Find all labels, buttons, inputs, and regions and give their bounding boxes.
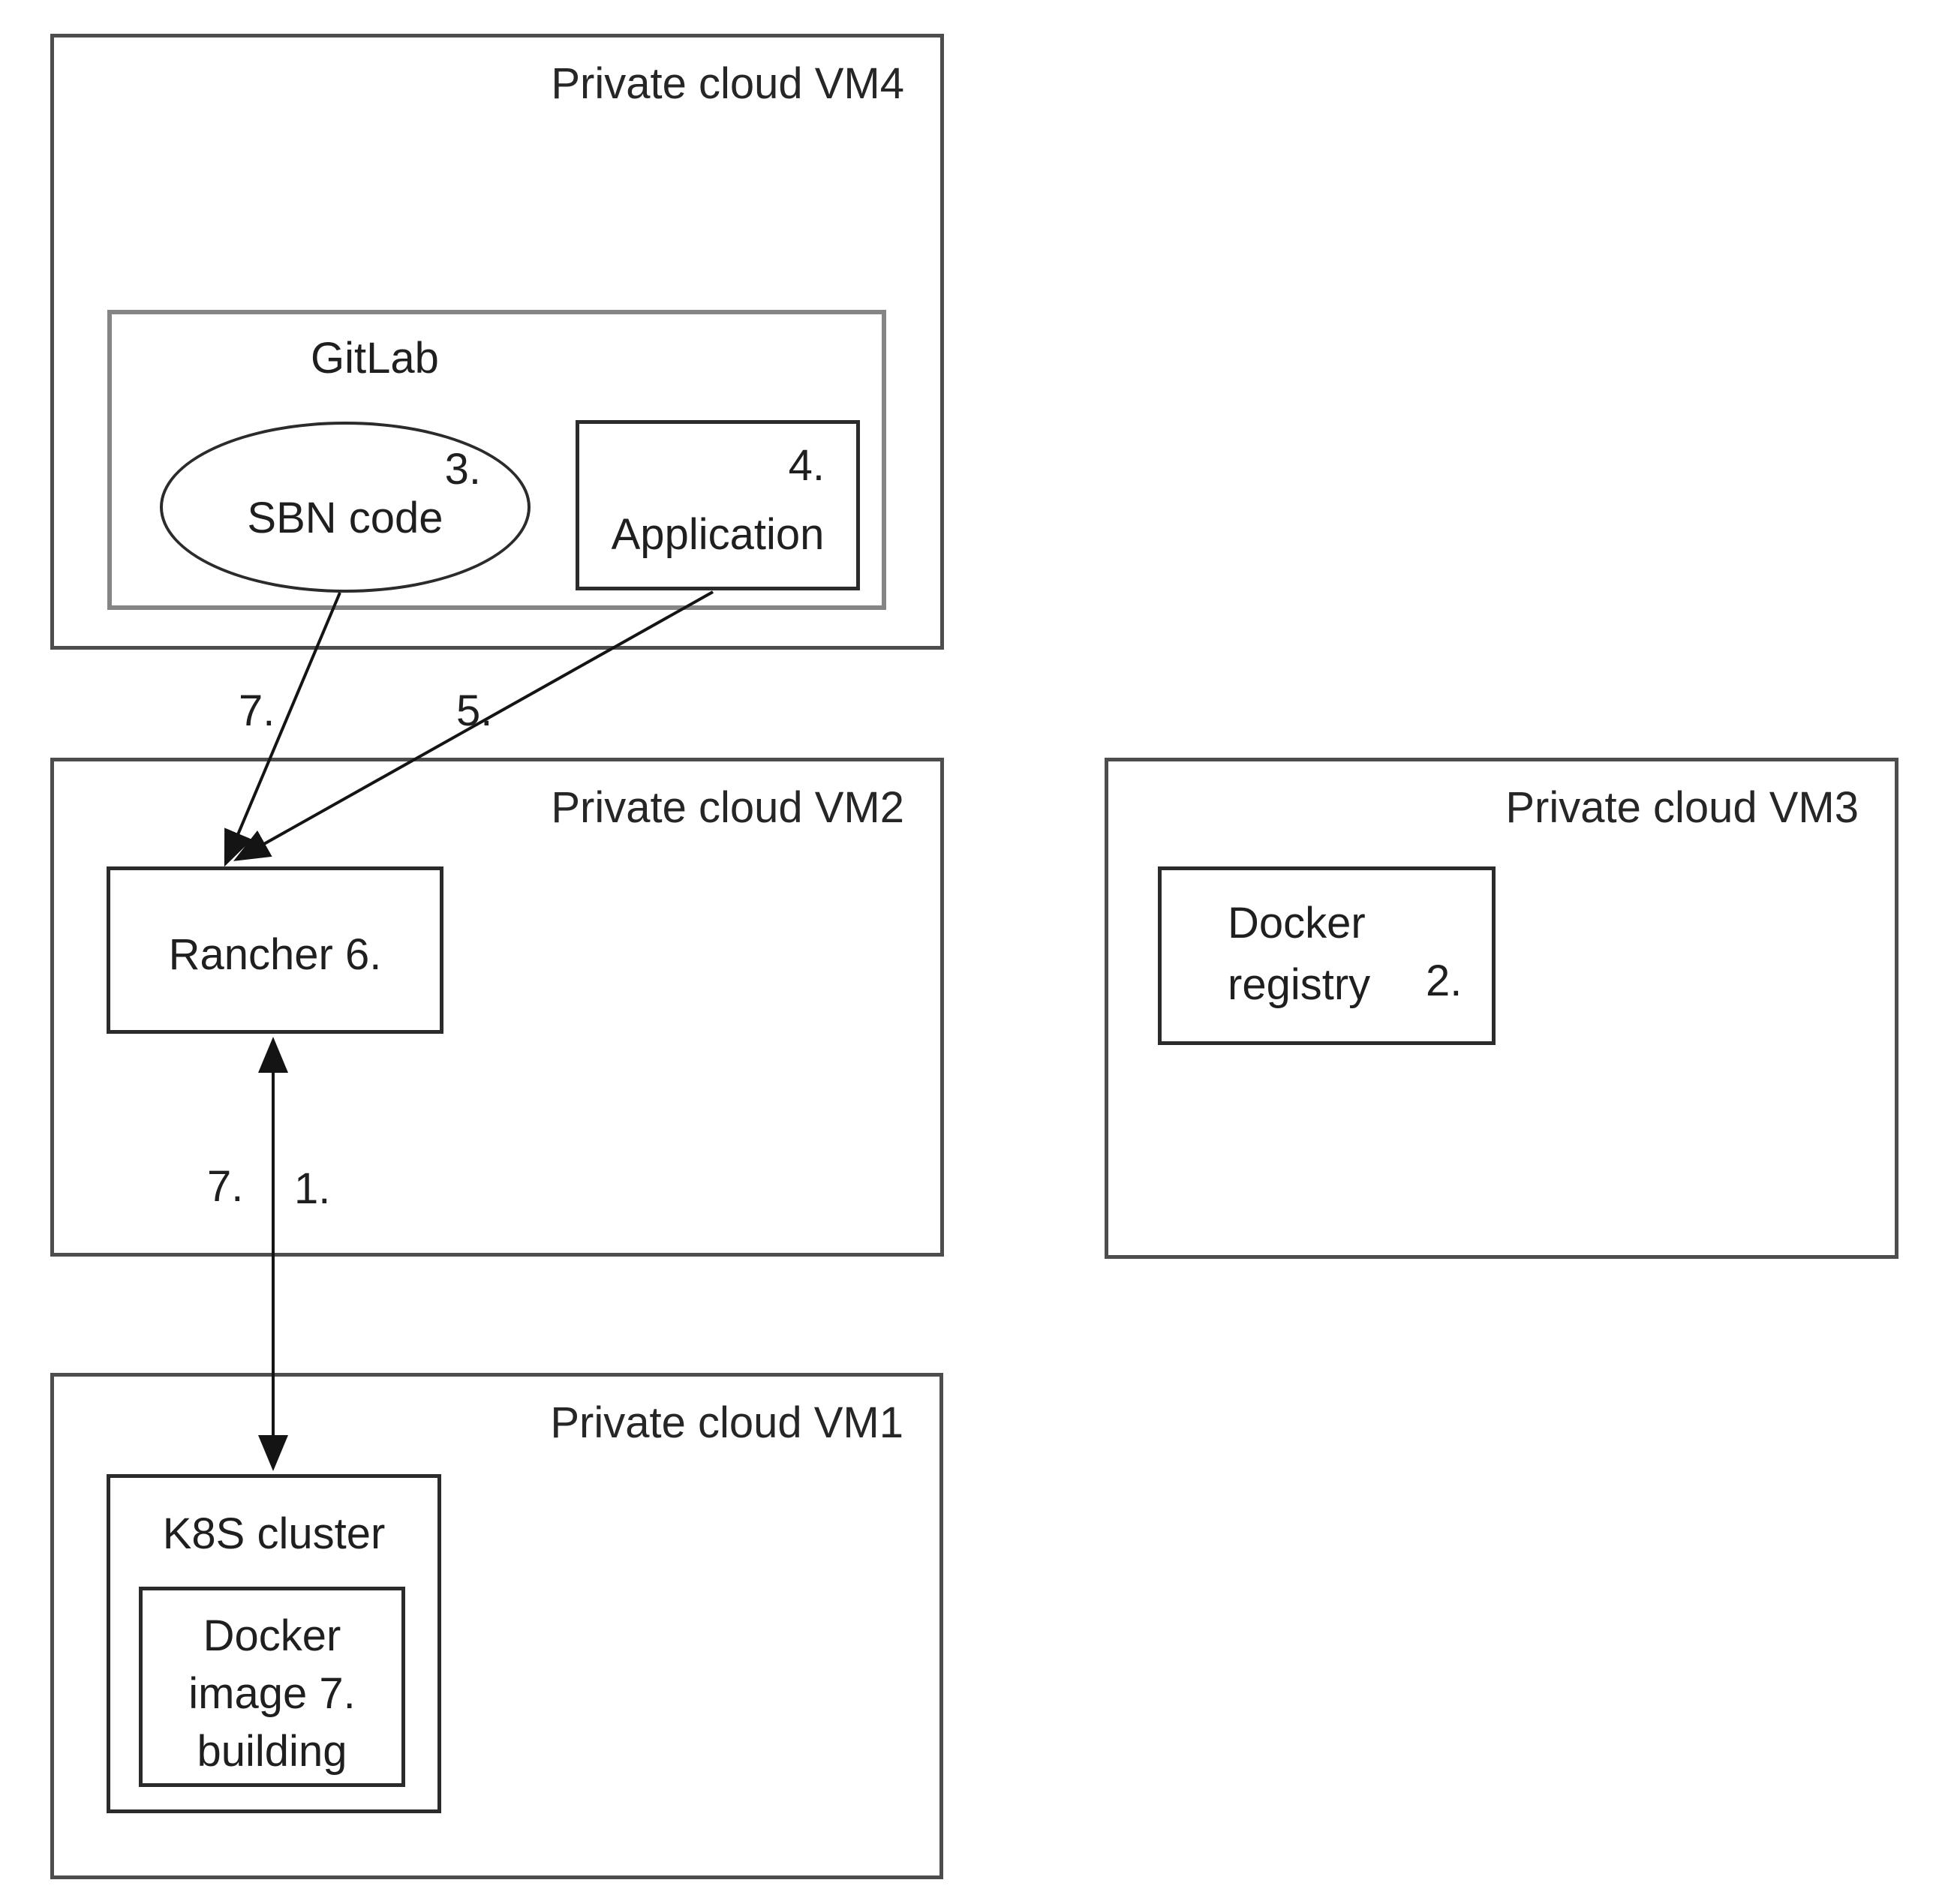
application-step: 4. xyxy=(788,441,825,490)
arrow-label-7-upper: 7. xyxy=(239,686,275,735)
rancher-box: Rancher 6. xyxy=(107,866,443,1034)
application-label: Application xyxy=(611,510,825,560)
docker-image-building-box: Docker image 7. building xyxy=(139,1587,405,1787)
rancher-label: Rancher 6. xyxy=(168,930,382,979)
docker-registry-box: Docker registry 2. xyxy=(1158,866,1496,1045)
vm3-title: Private cloud VM3 xyxy=(1505,783,1859,832)
vm3-box: Private cloud VM3 Docker registry 2. xyxy=(1105,758,1898,1259)
sbn-code-label: SBN code xyxy=(247,494,443,542)
docker-registry-step: 2. xyxy=(1426,957,1463,1005)
sbn-code-ellipse: 3. SBN code xyxy=(160,422,531,593)
gitlab-box: GitLab 3. SBN code 4. Application xyxy=(107,310,886,610)
arrow-label-1: 1. xyxy=(294,1164,331,1213)
k8s-cluster-title: K8S cluster xyxy=(162,1509,386,1558)
docker-registry-label: Docker registry xyxy=(1228,893,1370,1017)
vm1-title: Private cloud VM1 xyxy=(550,1398,903,1447)
docker-image-building-label: Docker image 7. building xyxy=(143,1607,401,1780)
vm1-box: Private cloud VM1 K8S cluster Docker imag… xyxy=(50,1373,943,1879)
docker-registry-label-line2: registry xyxy=(1228,960,1371,1010)
docker-image-line2: image 7. xyxy=(188,1669,356,1719)
docker-image-line1: Docker xyxy=(203,1611,341,1660)
vm4-box: Private cloud VM4 GitLab 3. SBN code 4. … xyxy=(50,34,944,650)
arrow-label-7-lower: 7. xyxy=(207,1162,244,1211)
docker-image-line3: building xyxy=(197,1727,347,1776)
sbn-code-step: 3. xyxy=(444,445,481,494)
docker-registry-label-line1: Docker xyxy=(1228,899,1366,947)
k8s-cluster-box: K8S cluster Docker image 7. building xyxy=(107,1474,441,1813)
gitlab-title: GitLab xyxy=(311,334,439,383)
vm2-title: Private cloud VM2 xyxy=(551,783,904,832)
application-box: 4. Application xyxy=(576,420,860,590)
vm4-title: Private cloud VM4 xyxy=(551,59,904,108)
vm2-box: Private cloud VM2 Rancher 6. xyxy=(50,758,944,1257)
arrow-label-5: 5. xyxy=(456,686,493,735)
